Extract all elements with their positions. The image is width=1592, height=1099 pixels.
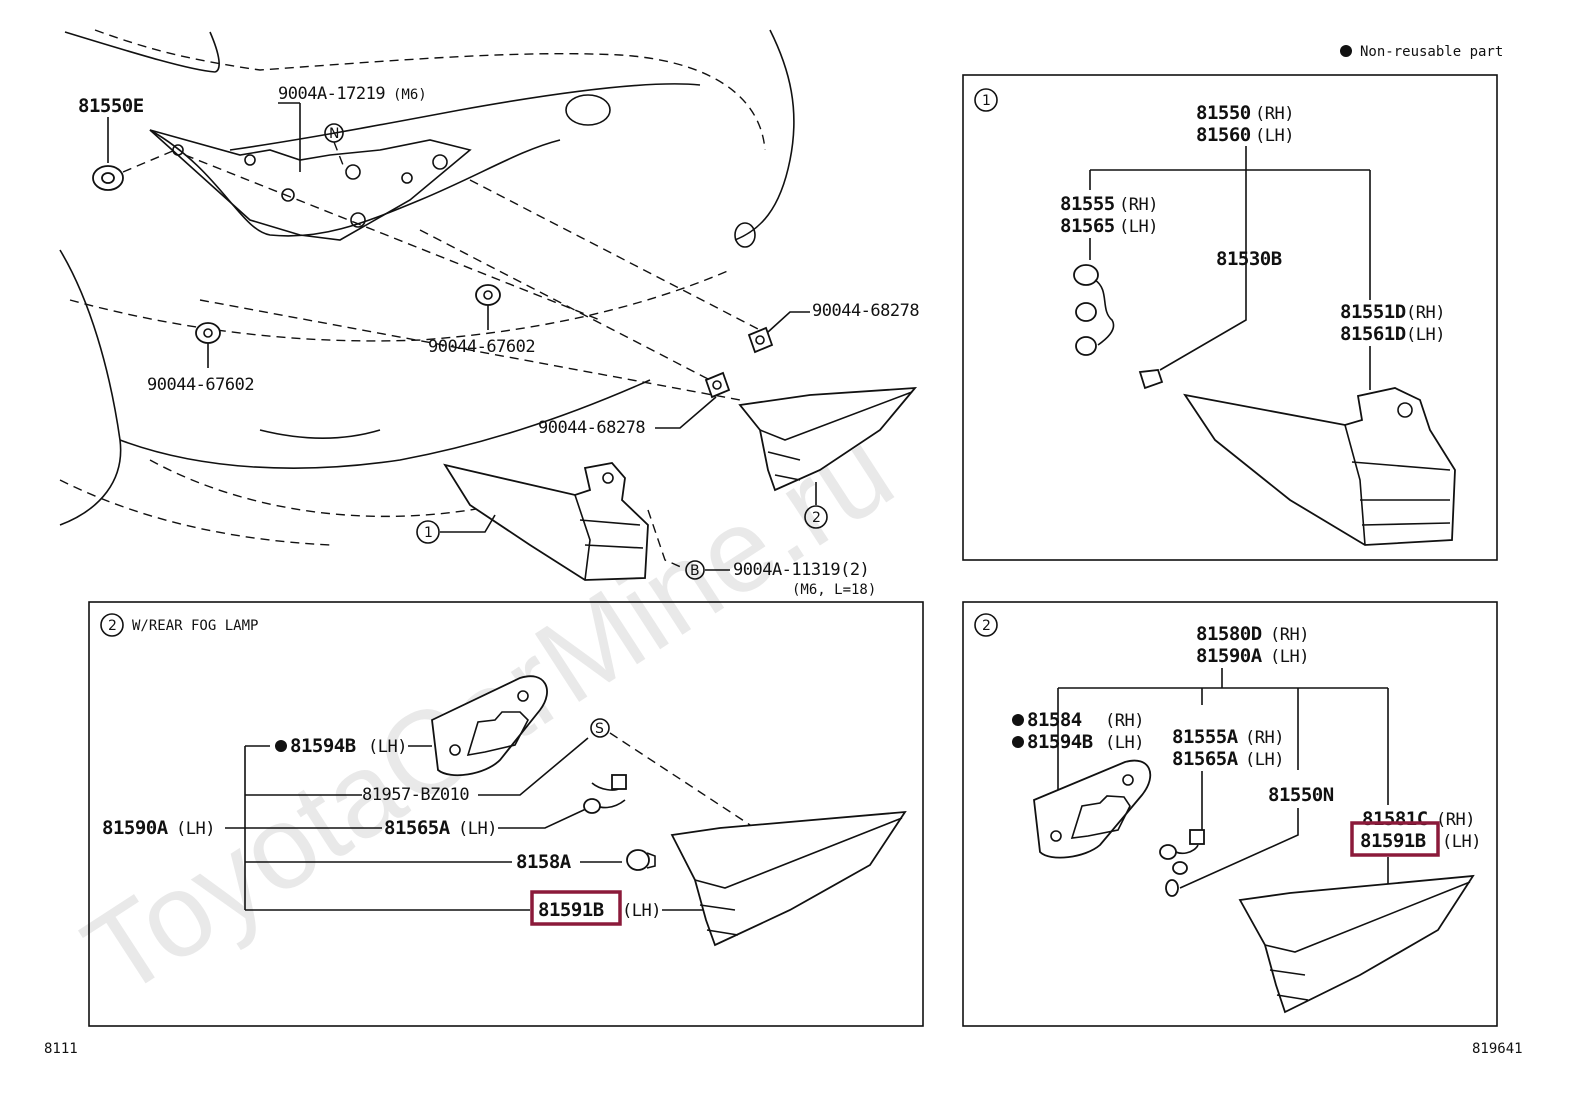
- label-81594b-fog: 81594B: [290, 735, 356, 757]
- svg-text:(LH): (LH): [458, 819, 497, 839]
- svg-text:1: 1: [982, 93, 991, 109]
- label-81957-bz010: 81957-BZ010: [362, 785, 469, 805]
- gasket-81594b-icon: [431, 675, 548, 777]
- label-9004a-17219: 9004A-17219: [278, 84, 385, 104]
- label-81565: 81565: [1060, 215, 1115, 237]
- svg-text:(LH): (LH): [1105, 733, 1144, 753]
- panel-2-fog-lamp: 2 W/REAR FOG LAMP 81594B (LH) 81957-BZ01…: [88, 601, 924, 1027]
- svg-text:(RH): (RH): [1436, 810, 1475, 830]
- callout-b-icon: [685, 560, 705, 580]
- label-81590a-fog: 81590A: [102, 817, 169, 839]
- rear-lamp-81591b-icon: [670, 810, 907, 947]
- label-81594b-detail: 81594B: [1027, 731, 1093, 753]
- callout-2-main-icon: [804, 505, 828, 529]
- non-reusable-81594b-icon: [275, 740, 287, 752]
- svg-text:(LH): (LH): [1119, 217, 1158, 237]
- label-81561d: 81561D: [1340, 323, 1406, 345]
- label-81565a-detail: 81565A: [1172, 748, 1239, 770]
- label-81580d: 81580D: [1196, 623, 1262, 645]
- svg-text:(RH): (RH): [1270, 625, 1309, 645]
- socket-81555a-icon: [1159, 829, 1205, 875]
- panel-2-detail: 2 81580D (RH) 81590A (LH) 81584 (RH) 815…: [962, 601, 1498, 1027]
- label-81530b: 81530B: [1216, 248, 1282, 270]
- callout-s-icon: [590, 718, 610, 738]
- svg-text:(RH): (RH): [1245, 728, 1284, 748]
- svg-text:(LH): (LH): [1245, 750, 1284, 770]
- panel-1-detail: 1 81550 (RH) 81560 (LH) 81555 (RH) 81565…: [962, 74, 1498, 561]
- svg-text:(LH): (LH): [1270, 647, 1309, 667]
- svg-text:(RH): (RH): [1105, 711, 1144, 731]
- non-reusable-81584-icon: [1012, 714, 1024, 726]
- bulb-8158a-icon: [626, 849, 656, 871]
- clip-90044-67602-b-icon: [195, 322, 221, 344]
- svg-text:(LH): (LH): [622, 901, 661, 921]
- svg-text:(LH): (LH): [368, 737, 407, 757]
- label-90044-68278-a: 90044-68278: [812, 301, 919, 321]
- label-81591b-detail: 81591B: [1360, 830, 1426, 852]
- rear-lamp-81581c-icon: [1238, 874, 1475, 1014]
- non-reusable-81594b-detail-icon: [1012, 736, 1024, 748]
- label-81550: 81550: [1196, 102, 1251, 124]
- label-81591b-fog: 81591B: [538, 899, 604, 921]
- rear-combination-lamp-81551d-icon: [1183, 387, 1456, 546]
- rear-lamp-2-icon: [738, 386, 918, 492]
- nut-90044-68278-b-icon: [704, 371, 731, 399]
- socket-wire-81555-icon: [1073, 264, 1115, 356]
- svg-text:(LH): (LH): [176, 819, 215, 839]
- svg-text:(RH): (RH): [1406, 303, 1445, 323]
- svg-text:(LH): (LH): [1442, 832, 1481, 852]
- svg-text:(LH): (LH): [1255, 126, 1294, 146]
- svg-text:(LH): (LH): [1406, 325, 1445, 345]
- svg-text:2: 2: [812, 510, 821, 526]
- svg-text:2: 2: [982, 618, 991, 634]
- gasket-81584-icon: [1033, 759, 1152, 859]
- label-81581c: 81581C: [1362, 808, 1428, 830]
- svg-text:S: S: [595, 721, 604, 737]
- svg-text:N: N: [329, 126, 339, 142]
- label-81550e: 81550E: [78, 95, 144, 117]
- legend: Non-reusable part: [1340, 44, 1503, 60]
- callout-2-panel-icon: [974, 613, 998, 637]
- label-81560: 81560: [1196, 124, 1251, 146]
- clip-81550e-icon: [92, 165, 124, 191]
- label-81555a: 81555A: [1172, 726, 1239, 748]
- footer-left-code: 8111: [44, 1041, 78, 1057]
- highlight-81591b-detail: [1350, 821, 1440, 857]
- clip-90044-67602-a-icon: [475, 284, 501, 306]
- label-81551d: 81551D: [1340, 301, 1406, 323]
- callout-1-main-icon: [416, 520, 440, 544]
- callout-2-fog-icon: [100, 613, 124, 637]
- label-90044-68278-b: 90044-68278: [538, 418, 645, 438]
- label-81590a-detail: 81590A: [1196, 645, 1263, 667]
- label-81555: 81555: [1060, 193, 1115, 215]
- svg-text:2: 2: [108, 618, 117, 634]
- legend-text: Non-reusable part: [1360, 44, 1503, 60]
- label-81584: 81584: [1027, 709, 1082, 731]
- svg-text:(RH): (RH): [1255, 104, 1294, 124]
- label-8158a: 8158A: [516, 851, 572, 873]
- footer-right-code: 819641: [1472, 1041, 1523, 1057]
- socket-wire-81565a-icon: [583, 774, 627, 814]
- svg-text:(RH): (RH): [1119, 195, 1158, 215]
- bulb-81530b-icon: [1138, 369, 1164, 390]
- rear-combination-lamp-1-icon: [443, 462, 649, 581]
- callout-1-panel-icon: [974, 88, 998, 112]
- label-9004a-11319: 9004A-11319(2): [733, 560, 869, 580]
- svg-text:B: B: [690, 563, 700, 579]
- label-9004a-11319-note: (M6, L=18): [792, 582, 876, 598]
- label-81565a-fog: 81565A: [384, 817, 451, 839]
- label-90044-67602-b: 90044-67602: [147, 375, 254, 395]
- label-9004a-17219-note: (M6): [393, 87, 427, 103]
- panel-title-fog-lamp: W/REAR FOG LAMP: [132, 618, 258, 634]
- bulb-81550n-icon: [1165, 879, 1179, 897]
- highlight-81591b-fog: [530, 890, 622, 926]
- nut-90044-68278-a-icon: [747, 326, 774, 354]
- label-90044-67602-a: 90044-67602: [428, 337, 535, 357]
- main-view: 81550E 9004A-17219 (M6) N 90044-67602 90…: [59, 29, 920, 598]
- label-81550n: 81550N: [1268, 784, 1334, 806]
- svg-text:1: 1: [424, 525, 433, 541]
